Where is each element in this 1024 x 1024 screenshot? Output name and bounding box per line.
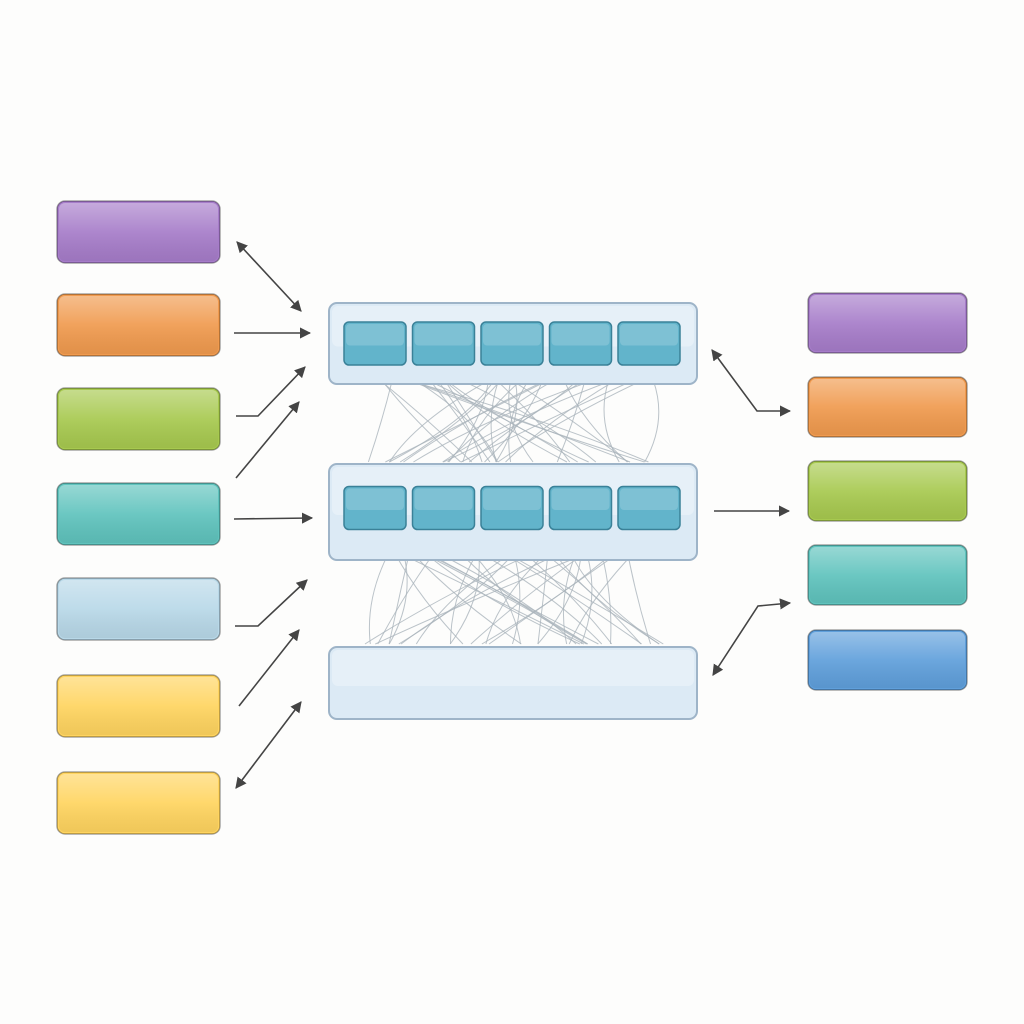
- layer-2-cell-shine: [620, 488, 678, 510]
- layer-2-cell-shine: [483, 488, 541, 510]
- mesh-line: [404, 373, 498, 463]
- left-arrow: [238, 629, 300, 707]
- left-teal: [56, 482, 221, 546]
- left-arrow: [235, 401, 300, 479]
- mesh-line: [367, 373, 395, 463]
- left-orange: [56, 293, 221, 357]
- layer-1-cell-shine: [620, 324, 678, 346]
- layer-2-cell: [411, 485, 476, 531]
- layer-2-cell-shine: [346, 488, 404, 510]
- layer-3-panel: [328, 646, 698, 720]
- left-teal-gloss: [59, 485, 218, 543]
- right-teal-gloss: [810, 547, 965, 603]
- right-green: [807, 460, 968, 522]
- left-arrow: [235, 701, 302, 789]
- mesh-line: [389, 373, 499, 463]
- layer-3-shine: [332, 650, 694, 686]
- left-orange-gloss: [59, 296, 218, 354]
- right-purple-gloss: [810, 295, 965, 351]
- right-arrow: [712, 598, 792, 676]
- left-green-gloss: [59, 390, 218, 448]
- layer-2-cell: [548, 485, 613, 531]
- left-block-column: [56, 200, 221, 835]
- arrow-set: [233, 241, 792, 789]
- layer-2: [328, 463, 698, 561]
- layer-1-cell: [480, 321, 544, 366]
- left-arrow: [233, 512, 314, 524]
- layer-1-cell: [343, 321, 407, 366]
- mesh-line: [432, 373, 483, 463]
- layer-stack: [328, 302, 698, 720]
- layer-1-cell: [617, 321, 681, 366]
- right-green-gloss: [810, 463, 965, 519]
- layer-1: [328, 302, 698, 385]
- layer-1-cell: [548, 321, 613, 366]
- mesh-line: [424, 373, 491, 463]
- right-orange: [807, 376, 968, 438]
- right-purple: [807, 292, 968, 354]
- layer-2-cell: [343, 485, 407, 531]
- left-yellow-2-gloss: [59, 774, 218, 832]
- layer-1-cell-shine: [551, 324, 610, 346]
- layer-1-cell: [411, 321, 476, 366]
- right-arrow: [711, 349, 792, 417]
- right-blue: [807, 629, 968, 691]
- layer-2-cell-shine: [551, 488, 610, 510]
- left-green: [56, 387, 221, 451]
- right-blue-gloss: [810, 632, 965, 688]
- layer-1-cell-shine: [346, 324, 404, 346]
- left-purple: [56, 200, 221, 264]
- left-light-blue: [56, 577, 221, 641]
- left-arrow: [236, 366, 306, 417]
- mesh-line: [392, 373, 645, 463]
- left-yellow-gloss: [59, 677, 218, 735]
- layer-2-cell-shine: [414, 488, 473, 510]
- layer-1-cell-shine: [483, 324, 541, 346]
- right-orange-gloss: [810, 379, 965, 435]
- mesh-line: [556, 373, 588, 463]
- mesh-line: [376, 373, 462, 463]
- mesh-line: [384, 373, 649, 463]
- left-arrow: [235, 579, 308, 627]
- mesh-line: [644, 373, 660, 463]
- left-arrow: [236, 241, 302, 312]
- left-purple-gloss: [59, 203, 218, 261]
- layer-2-cell: [617, 485, 681, 531]
- layer-3: [328, 646, 698, 720]
- left-yellow-2: [56, 771, 221, 835]
- right-block-column: [807, 292, 968, 691]
- right-teal: [807, 544, 968, 606]
- mesh-line: [389, 373, 501, 463]
- left-yellow: [56, 674, 221, 738]
- layer-1-cell-shine: [414, 324, 473, 346]
- layer-2-cell: [480, 485, 544, 531]
- left-light-blue-gloss: [59, 580, 218, 638]
